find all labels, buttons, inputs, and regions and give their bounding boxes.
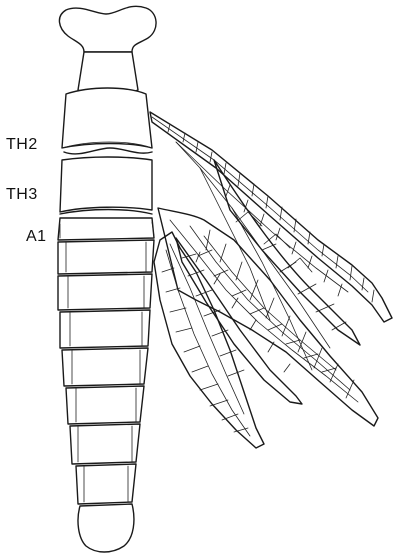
- abdomen-segment-a6: [66, 386, 144, 424]
- abdomen-segment-a1: [58, 218, 154, 240]
- label-th3: TH3: [6, 187, 38, 203]
- head: [59, 6, 156, 52]
- body: [58, 6, 156, 552]
- abdomen-segment-a2: [58, 240, 154, 274]
- label-th2: TH2: [6, 137, 38, 153]
- thorax-segment-th3: [60, 157, 152, 212]
- label-a1: A1: [26, 229, 47, 245]
- hindwing-outer: [158, 208, 378, 426]
- abdomen-segment-a7: [70, 424, 140, 464]
- abdomen-segment-a5: [62, 348, 148, 386]
- abdomen-tip: [78, 504, 134, 552]
- forewing: [150, 112, 392, 370]
- abdomen-segment-a4: [60, 310, 150, 348]
- thorax-segment-th2: [62, 88, 152, 148]
- abdomen-segment-a8: [76, 464, 136, 504]
- abdomen-segment-a3: [58, 274, 152, 310]
